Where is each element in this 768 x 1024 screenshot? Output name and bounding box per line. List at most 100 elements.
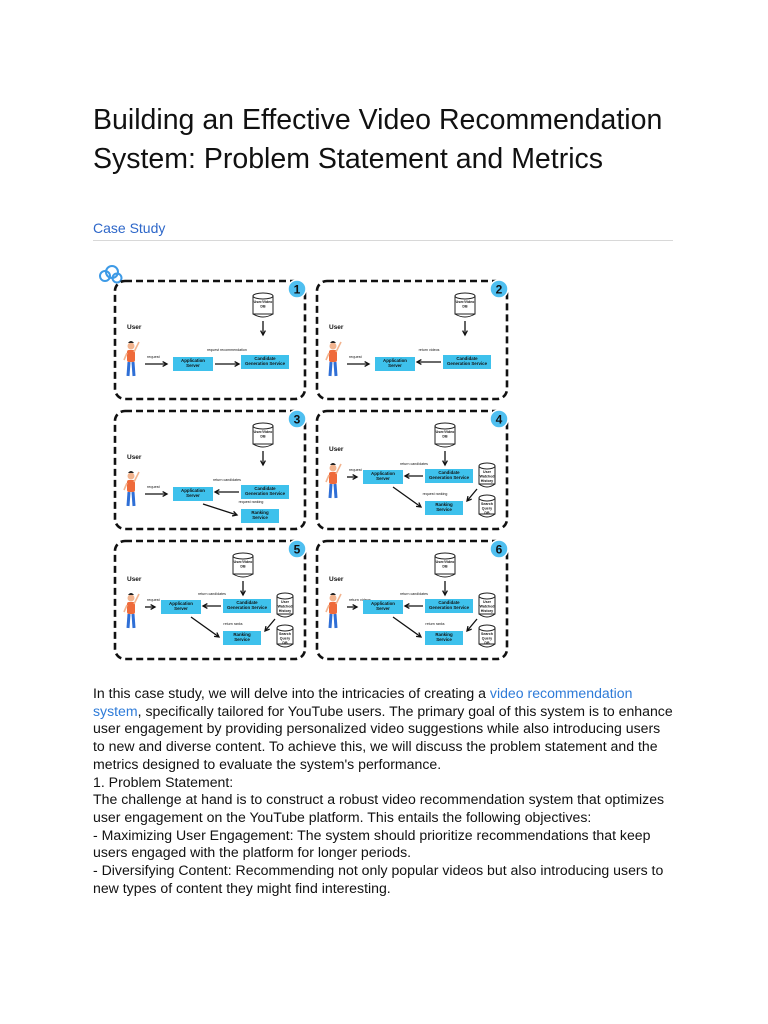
application-server-box-label: Server — [376, 476, 390, 481]
candidate-service-box-label: Generation Service — [245, 491, 286, 496]
database-label: DB — [240, 565, 246, 569]
step-number-badge: 4 — [489, 409, 509, 429]
arrow — [260, 321, 266, 337]
candidate-service-box-label: Generation Service — [447, 361, 488, 366]
arrow — [442, 451, 448, 467]
application-server-box-label: Server — [376, 606, 390, 611]
database-label: Search — [481, 502, 493, 506]
diagram-panel-2: 2UserrequestApplicationServerUser/VideoD… — [315, 279, 509, 401]
database-label: User/Video — [254, 300, 274, 304]
application-server-box-label: Application — [181, 358, 205, 363]
user-label: User — [127, 454, 142, 461]
flow-label: request recommendation — [207, 348, 247, 352]
ranking-flow-label: return ranks — [223, 622, 242, 626]
ranking-flow-label: request ranking — [423, 492, 448, 496]
request-label: request — [349, 355, 363, 359]
user-figure-icon — [123, 593, 140, 629]
user-figure-icon — [325, 463, 342, 499]
panel-border — [113, 539, 307, 661]
step-number: 3 — [294, 413, 301, 427]
user-label: User — [127, 324, 142, 331]
panel-border — [315, 539, 509, 661]
database-label: DB — [260, 305, 266, 309]
ranking-service-box-label: Ranking — [251, 510, 269, 515]
application-server-box-label: Application — [371, 601, 395, 606]
intro-text-start: In this case study, we will delve into t… — [93, 685, 490, 701]
flow-label: return candidates — [213, 478, 241, 482]
arrow — [392, 616, 423, 638]
diagram-panel-3: 3UserrequestApplicationServerUser/VideoD… — [113, 409, 307, 531]
arrow — [392, 486, 423, 508]
article-body: In this case study, we will delve into t… — [93, 685, 673, 897]
intro-text-end: , specifically tailored for YouTube user… — [93, 702, 673, 772]
candidate-service-box-label: Generation Service — [227, 605, 268, 610]
flow-label: return candidates — [198, 592, 226, 596]
panel-border — [113, 279, 307, 401]
step-number: 6 — [496, 543, 503, 557]
user-label: User — [329, 446, 344, 453]
arrow — [260, 451, 266, 467]
arrow — [145, 604, 157, 610]
ranking-service-box-label: Service — [234, 637, 250, 642]
arrow — [347, 361, 371, 367]
database-label: User — [483, 600, 492, 604]
application-server-box-label: Server — [174, 606, 188, 611]
user-label: User — [329, 576, 344, 583]
arrow — [347, 604, 359, 610]
arrow — [215, 361, 241, 367]
arrow — [240, 581, 246, 597]
flow-label: return candidates — [400, 592, 428, 596]
database-label: User/Video — [456, 300, 476, 304]
user-figure-icon — [123, 471, 140, 507]
application-server-box-label: Server — [186, 493, 200, 498]
step-number-badge: 2 — [489, 279, 509, 299]
section-heading: 1. Problem Statement: — [93, 773, 234, 790]
category-link[interactable]: Case Study — [93, 220, 166, 236]
user-label: User — [127, 576, 142, 583]
database-label: DB — [260, 435, 266, 439]
title-divider — [93, 240, 673, 241]
diagram-panel-4: 4UserrequestApplicationServerUser/VideoD… — [315, 409, 509, 531]
arrow — [190, 616, 221, 638]
arrow — [466, 618, 478, 633]
arrow — [213, 489, 239, 495]
arrow — [202, 503, 239, 517]
candidate-service-box-label: Generation Service — [429, 605, 470, 610]
candidate-service-box-label: Candidate — [236, 600, 258, 605]
database-label: DB — [462, 305, 468, 309]
cloud-logo-icon — [99, 265, 123, 284]
video-recommendation-link[interactable]: video recommendation system — [93, 685, 633, 719]
step-number: 5 — [294, 543, 301, 557]
step-number-badge: 6 — [489, 539, 509, 559]
database-label: DB — [484, 511, 490, 515]
user-label: User — [329, 324, 344, 331]
step-number-badge: 3 — [287, 409, 307, 429]
panel-border — [315, 409, 509, 531]
database-label: Query — [482, 637, 492, 641]
system-diagram: 1UserrequestApplicationServerUser/VideoD… — [99, 265, 509, 661]
objective-item: - Diversifying Content: Recommending not… — [93, 862, 664, 896]
ranking-service-box-label: Service — [252, 515, 268, 520]
panel-border — [113, 409, 307, 531]
arrow — [462, 321, 468, 337]
database-label: Watched — [278, 605, 293, 609]
candidate-service-box-label: Candidate — [254, 356, 276, 361]
ranking-service-box-label: Ranking — [435, 502, 453, 507]
